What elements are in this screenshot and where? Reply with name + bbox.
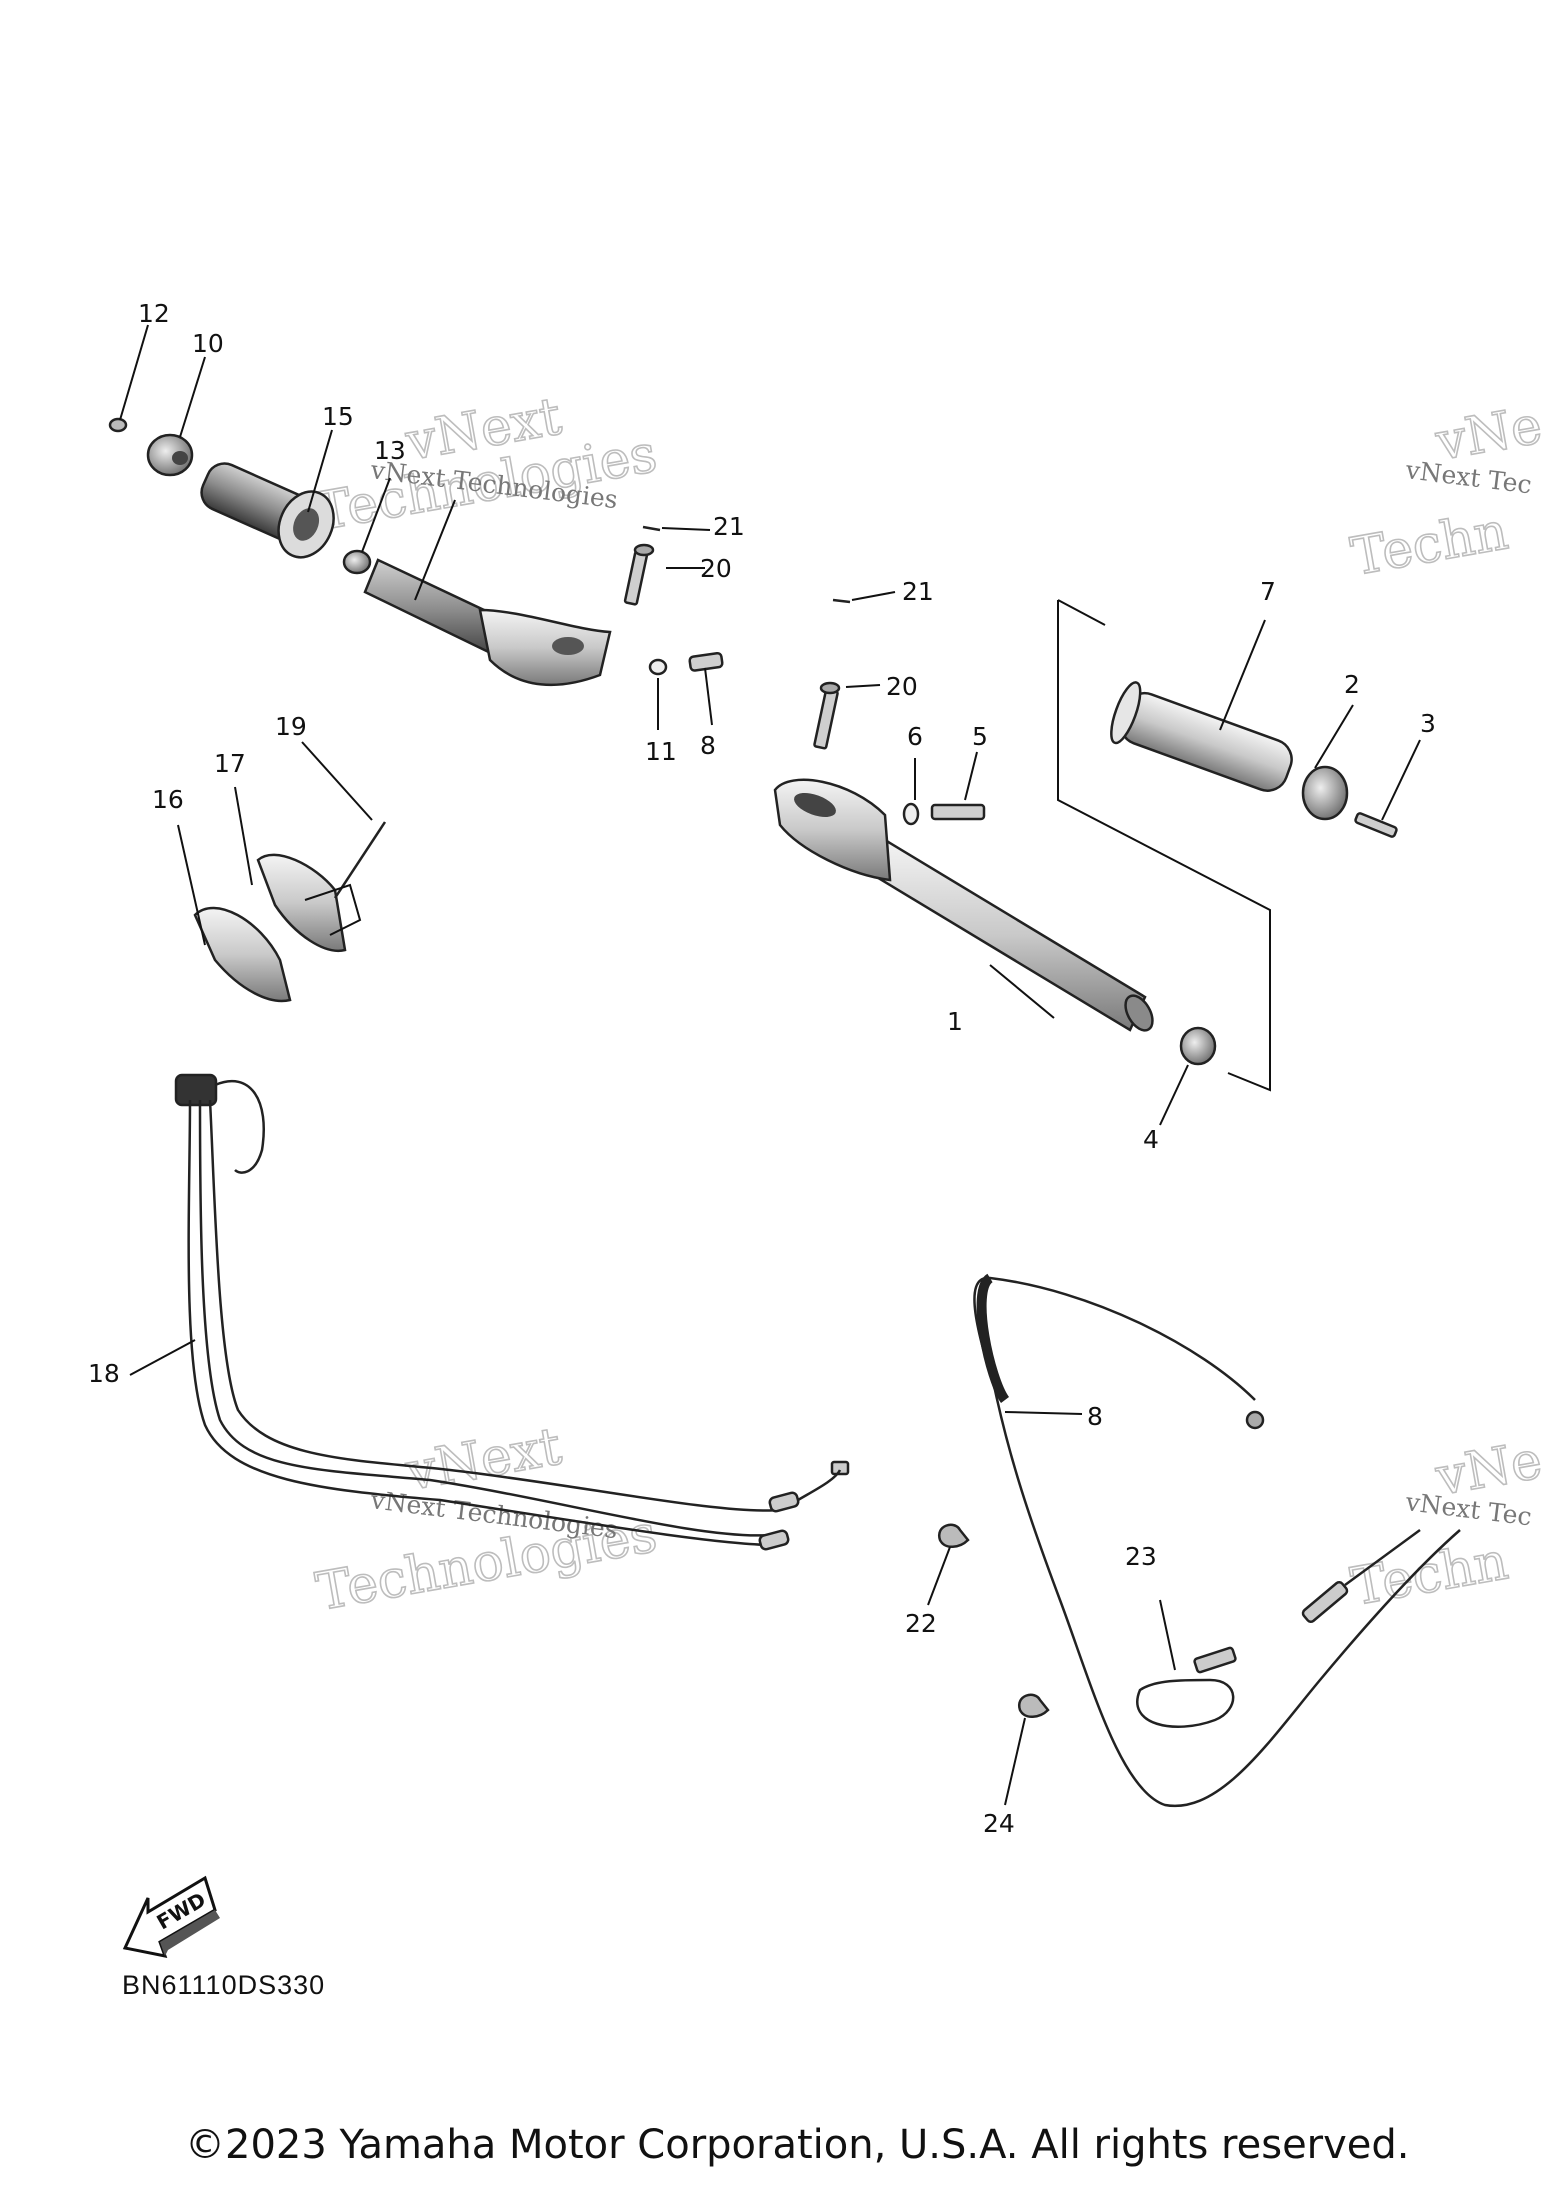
callout-13: 8 bbox=[700, 731, 716, 760]
bar-end-hole bbox=[172, 451, 188, 465]
cable-tie-23-part bbox=[1136, 1646, 1237, 1728]
callouts: 12 10 15 13 21 20 11 8 21 20 6 5 7 2 3 4… bbox=[88, 299, 1436, 1838]
throttle-grip-part bbox=[200, 462, 335, 559]
callout-8: 8 bbox=[1087, 1402, 1103, 1431]
bar-end-weight-part bbox=[146, 433, 194, 477]
collar-4-part bbox=[1179, 1026, 1217, 1066]
housing-upper-part bbox=[256, 853, 347, 953]
right-grip-part bbox=[1110, 681, 1293, 792]
collar-part bbox=[342, 549, 372, 575]
clip-22-part bbox=[937, 1523, 970, 1548]
callout-21: 21 bbox=[713, 512, 745, 541]
housing-screw-part bbox=[333, 821, 387, 899]
callout-23: 23 bbox=[1125, 1542, 1157, 1571]
copyright-notice: ©2023 Yamaha Motor Corporation, U.S.A. A… bbox=[185, 2122, 1410, 2168]
diagram-code: BN61110DS330 bbox=[122, 1970, 326, 2000]
bolt-13-part bbox=[688, 651, 724, 672]
callout-22: 22 bbox=[905, 1609, 937, 1638]
callout-24: 24 bbox=[983, 1809, 1015, 1838]
left-handlebar-group bbox=[108, 417, 724, 687]
washer-part bbox=[642, 525, 661, 532]
callout-2: 2 bbox=[1344, 670, 1360, 699]
screw-3-part bbox=[1354, 812, 1398, 838]
callout-7: 7 bbox=[1260, 577, 1276, 606]
clamp-bolt-right-part bbox=[813, 681, 841, 750]
callout-20-right: 20 bbox=[886, 672, 918, 701]
watermark-bottom-left: vNext Technologies vNext Technologies bbox=[311, 1416, 662, 1624]
callout-10: 10 bbox=[192, 329, 224, 358]
callout-15: 15 bbox=[322, 402, 354, 431]
right-handlebar-group bbox=[773, 598, 1398, 1092]
watermark-top-left: vNext Technologies vNext Technologies bbox=[311, 386, 662, 544]
clip-24-part bbox=[1017, 1693, 1050, 1718]
housing-lower-part bbox=[193, 906, 292, 1003]
callout-19: 19 bbox=[275, 712, 307, 741]
callout-1: 1 bbox=[947, 1007, 963, 1036]
callout-17: 17 bbox=[214, 749, 246, 778]
callout-16: 16 bbox=[152, 785, 184, 814]
watermark-word-cut: Techn bbox=[1347, 501, 1513, 587]
bolt-5-part bbox=[930, 803, 986, 821]
callout-18: 18 bbox=[88, 1359, 120, 1388]
bar-end-2-part bbox=[1301, 765, 1349, 821]
leader-lines bbox=[119, 324, 1421, 1806]
cable-group bbox=[973, 1273, 1461, 1808]
end-screw-part bbox=[108, 417, 128, 433]
callout-5: 5 bbox=[972, 722, 988, 751]
callout-20: 20 bbox=[700, 554, 732, 583]
washer-right-part bbox=[832, 598, 851, 604]
callout-12: 13 bbox=[374, 436, 406, 465]
clamp-bolt-part bbox=[623, 543, 655, 606]
assembly-bracket bbox=[1057, 600, 1271, 1092]
right-handlebar-part bbox=[773, 778, 1154, 1032]
housing-bracket bbox=[304, 883, 362, 936]
callout-4: 4 bbox=[1143, 1125, 1159, 1154]
washer-14-part bbox=[648, 658, 668, 676]
callout-3: 3 bbox=[1420, 709, 1436, 738]
watermark-bottom-right: vNe Techn vNext Tec bbox=[1346, 1430, 1543, 1619]
watermark-top-right: vNe Techn vNext Tec bbox=[1346, 395, 1543, 589]
left-handlebar-part bbox=[363, 558, 612, 687]
harness-connector bbox=[174, 1073, 218, 1107]
wire-harness-group bbox=[174, 1073, 850, 1551]
callout-6: 6 bbox=[907, 722, 923, 751]
washer-6-part bbox=[902, 802, 920, 826]
forward-arrow-icon: FWD bbox=[122, 1875, 220, 1958]
watermark-line-cut: vNext Tec bbox=[1403, 455, 1533, 499]
callout-14: 11 bbox=[645, 737, 677, 766]
callout-21-right: 21 bbox=[902, 577, 934, 606]
watermark-word-cut: Techn bbox=[1347, 1531, 1513, 1617]
callout-11: 12 bbox=[138, 299, 170, 328]
assembly-bracket-top bbox=[1057, 599, 1106, 626]
switch-housing-group bbox=[193, 821, 387, 1003]
